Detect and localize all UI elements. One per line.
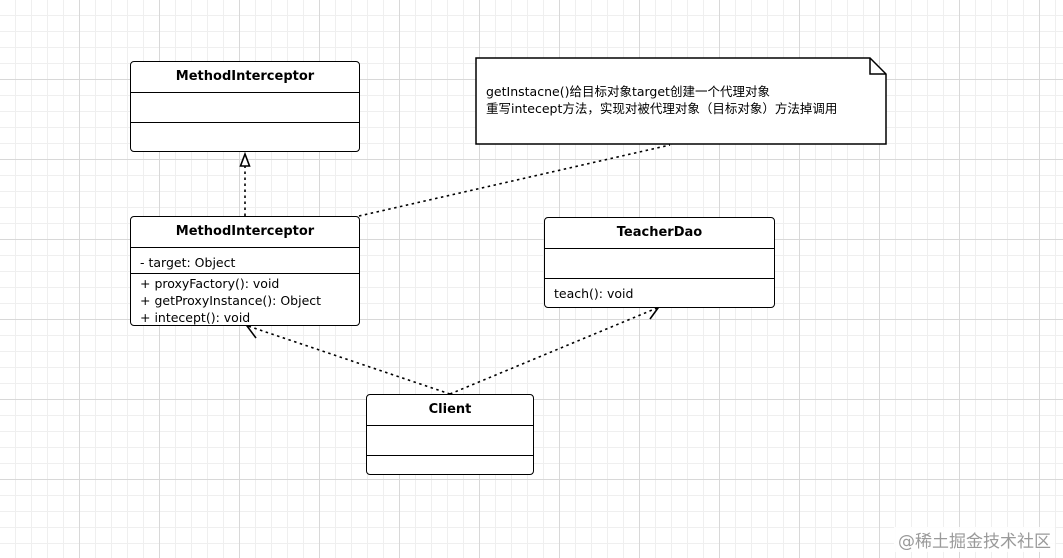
method-row: + proxyFactory(): void (140, 276, 280, 291)
note[interactable]: getInstacne()给目标对象target创建一个代理对象 重写intec… (475, 57, 887, 145)
method-row: teach(): void (554, 286, 634, 301)
note-line: getInstacne()给目标对象target创建一个代理对象 (486, 84, 770, 99)
attributes-section (545, 249, 774, 279)
attributes-section (131, 93, 359, 123)
attribute-row: - target: Object (140, 255, 236, 270)
class-client[interactable]: Client (366, 394, 534, 475)
class-name: MethodInterceptor (131, 62, 359, 93)
class-name: MethodInterceptor (131, 217, 359, 248)
attributes-section: - target: Object (131, 248, 359, 274)
note-line: 重写intecept方法，实现对被代理对象（目标对象）方法掉调用 (486, 101, 838, 116)
methods-section (131, 123, 359, 151)
methods-section (367, 456, 533, 474)
class-method-interceptor-interface[interactable]: MethodInterceptor (130, 61, 360, 152)
note-shape (475, 57, 887, 145)
watermark: @稀土掘金技术社区 (894, 527, 1055, 552)
class-teacher-dao[interactable]: TeacherDao teach(): void (544, 217, 775, 308)
note-text: getInstacne()给目标对象target创建一个代理对象 重写intec… (486, 83, 837, 117)
methods-section: + proxyFactory(): void + getProxyInstanc… (131, 274, 359, 325)
client-to-interceptor-dependency[interactable] (247, 325, 451, 395)
note-link-line[interactable] (358, 144, 671, 217)
class-method-interceptor-impl[interactable]: MethodInterceptor - target: Object + pro… (130, 216, 360, 326)
method-row: + getProxyInstance(): Object (140, 293, 322, 308)
class-name: TeacherDao (545, 218, 774, 249)
methods-section: teach(): void (545, 279, 774, 307)
realization-arrowhead (239, 151, 251, 167)
client-to-teacherdao-dependency[interactable] (449, 307, 658, 395)
class-name: Client (367, 395, 533, 426)
method-row: + intecept(): void (140, 310, 251, 325)
attributes-section (367, 426, 533, 456)
